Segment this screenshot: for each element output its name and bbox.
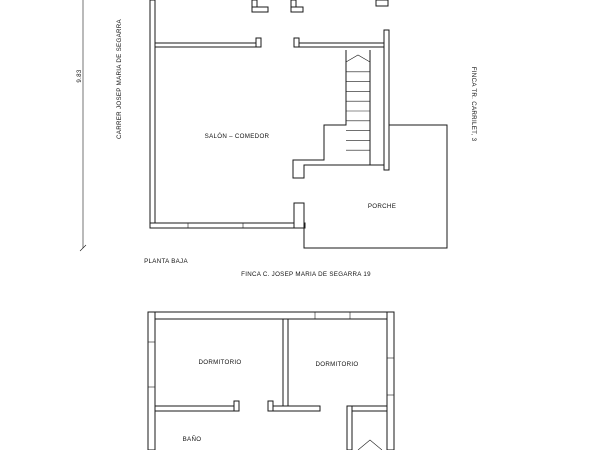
upper-stair-arrow bbox=[357, 439, 383, 450]
room-label-porch: PORCHE bbox=[368, 203, 396, 210]
ground-right-wall bbox=[383, 29, 390, 171]
ground-top-fragment bbox=[290, 6, 304, 13]
ground-left-wall bbox=[149, 0, 156, 229]
staircase bbox=[292, 50, 384, 179]
ground-top-fragment bbox=[251, 6, 269, 13]
ground-partition-left bbox=[154, 42, 262, 48]
ground-top-fragment bbox=[375, 0, 389, 7]
upper-partition-end bbox=[233, 400, 240, 412]
ground-partition-right bbox=[293, 42, 385, 48]
room-label-living: SALÓN – COMEDOR bbox=[205, 133, 270, 140]
ground-wall-stub bbox=[293, 202, 305, 229]
upper-middle-partition bbox=[282, 318, 289, 412]
upper-partition-end bbox=[267, 400, 274, 412]
room-label-bedroom-right: DORMITORIO bbox=[315, 361, 358, 368]
upper-top-wall bbox=[147, 311, 395, 320]
neighbour-label: FINCA C. JOSEP MARIA DE SEGARRA 19 bbox=[241, 271, 371, 278]
ground-partition-end bbox=[293, 37, 300, 48]
upper-stair-wall bbox=[346, 405, 353, 450]
upper-floor-plan: DORMITORIO DORMITORIO BAÑO bbox=[147, 311, 395, 450]
street-label-right: FINCA TR. CARRILET, 3 bbox=[470, 67, 477, 142]
dimension-tick bbox=[79, 244, 87, 252]
room-label-bedroom-left: DORMITORIO bbox=[198, 359, 241, 366]
ground-bottom-wall bbox=[149, 222, 306, 229]
ground-partition-end bbox=[255, 37, 262, 48]
upper-partition-left bbox=[154, 405, 240, 412]
floor-label-ground: PLANTA BAJA bbox=[144, 258, 188, 265]
upper-partition-mid bbox=[267, 405, 321, 412]
street-label-left: CARRER JOSEP MARIA DE SEGARRA bbox=[116, 18, 123, 139]
upper-left-wall bbox=[147, 311, 156, 450]
porch-outline bbox=[303, 124, 448, 249]
ground-floor-plan: 9.83 CARRER JOSEP MARIA DE SEGARRA FINCA… bbox=[76, 0, 477, 278]
upper-right-wall bbox=[386, 311, 395, 450]
dimension-label: 9.83 bbox=[76, 69, 83, 83]
stair-treads bbox=[346, 71, 370, 151]
upper-partition-right bbox=[346, 405, 388, 412]
room-label-bathroom: BAÑO bbox=[183, 436, 202, 443]
